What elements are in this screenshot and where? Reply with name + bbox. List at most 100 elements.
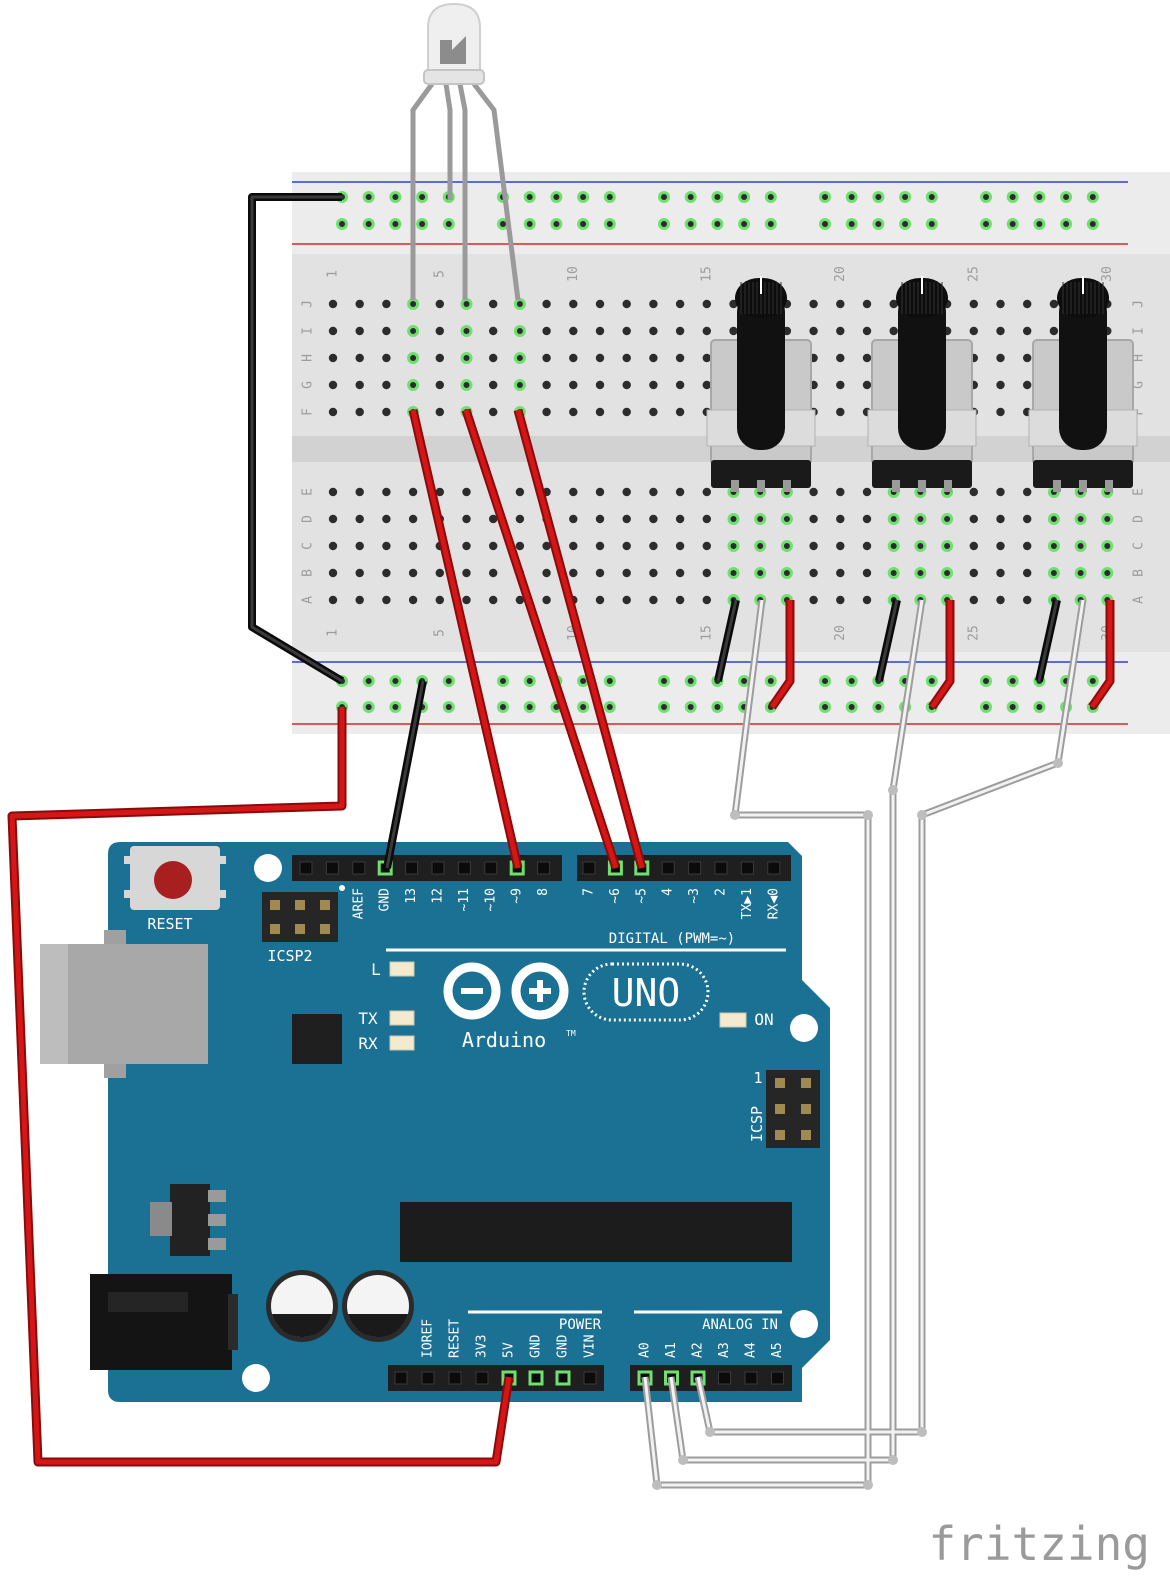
- breadboard-hole[interactable]: [355, 380, 364, 390]
- breadboard-hole[interactable]: [622, 353, 631, 363]
- header-pin[interactable]: [299, 861, 313, 875]
- breadboard-hole[interactable]: [675, 353, 685, 363]
- breadboard-hole[interactable]: [675, 541, 685, 551]
- breadboard-hole[interactable]: [382, 568, 391, 578]
- potentiometer[interactable]: [1028, 276, 1138, 492]
- breadboard-hole[interactable]: [1022, 326, 1032, 336]
- breadboard-hole[interactable]: [1022, 380, 1032, 390]
- breadboard-hole[interactable]: [595, 353, 605, 363]
- breadboard-hole[interactable]: [675, 568, 685, 578]
- breadboard-hole[interactable]: [542, 541, 551, 551]
- breadboard-hole[interactable]: [969, 595, 978, 605]
- reset-button[interactable]: [154, 861, 192, 899]
- breadboard-hole[interactable]: [435, 487, 444, 497]
- header-pin[interactable]: [771, 1371, 784, 1385]
- header-pin[interactable]: [325, 861, 339, 875]
- breadboard-hole[interactable]: [996, 595, 1005, 605]
- breadboard-hole[interactable]: [542, 353, 551, 363]
- header-pin[interactable]: [740, 861, 754, 875]
- breadboard-hole[interactable]: [542, 380, 551, 390]
- breadboard-hole[interactable]: [622, 299, 631, 309]
- breadboard-hole[interactable]: [729, 326, 738, 336]
- breadboard-hole[interactable]: [328, 487, 338, 497]
- breadboard-hole[interactable]: [836, 380, 845, 390]
- breadboard-hole[interactable]: [462, 514, 471, 524]
- breadboard-hole[interactable]: [569, 326, 578, 336]
- header-pin[interactable]: [583, 1371, 597, 1385]
- breadboard-hole[interactable]: [836, 326, 845, 336]
- breadboard-hole[interactable]: [1022, 299, 1032, 309]
- breadboard-hole[interactable]: [382, 514, 391, 524]
- breadboard-hole[interactable]: [622, 326, 631, 336]
- breadboard-hole[interactable]: [702, 353, 711, 363]
- breadboard-hole[interactable]: [595, 380, 605, 390]
- breadboard-hole[interactable]: [862, 487, 872, 497]
- header-pin[interactable]: [431, 861, 445, 875]
- breadboard-hole[interactable]: [489, 514, 498, 524]
- breadboard-hole[interactable]: [675, 407, 685, 417]
- breadboard-hole[interactable]: [595, 487, 605, 497]
- breadboard-hole[interactable]: [569, 299, 578, 309]
- breadboard-hole[interactable]: [996, 380, 1005, 390]
- breadboard-hole[interactable]: [649, 595, 658, 605]
- breadboard-hole[interactable]: [595, 326, 605, 336]
- breadboard-hole[interactable]: [702, 568, 711, 578]
- breadboard-hole[interactable]: [675, 326, 685, 336]
- header-pin[interactable]: [421, 1371, 435, 1385]
- breadboard-hole[interactable]: [595, 514, 605, 524]
- breadboard-hole[interactable]: [328, 299, 338, 309]
- breadboard-hole[interactable]: [435, 353, 444, 363]
- breadboard-hole[interactable]: [889, 299, 898, 309]
- breadboard-hole[interactable]: [649, 326, 658, 336]
- breadboard-hole[interactable]: [1022, 514, 1032, 524]
- breadboard-hole[interactable]: [328, 595, 338, 605]
- breadboard-hole[interactable]: [328, 514, 338, 524]
- header-pin[interactable]: [405, 861, 419, 875]
- header-pin[interactable]: [394, 1371, 408, 1385]
- breadboard-hole[interactable]: [355, 326, 364, 336]
- breadboard-hole[interactable]: [1049, 326, 1059, 336]
- breadboard-hole[interactable]: [622, 407, 631, 417]
- breadboard-hole[interactable]: [595, 595, 605, 605]
- header-pin[interactable]: [475, 1371, 489, 1385]
- breadboard-hole[interactable]: [328, 541, 338, 551]
- breadboard-hole[interactable]: [622, 541, 631, 551]
- breadboard-hole[interactable]: [836, 407, 845, 417]
- breadboard-hole[interactable]: [862, 514, 872, 524]
- breadboard-hole[interactable]: [355, 595, 364, 605]
- breadboard-hole[interactable]: [408, 514, 418, 524]
- breadboard-hole[interactable]: [809, 487, 818, 497]
- breadboard-hole[interactable]: [435, 326, 444, 336]
- potentiometer-knob[interactable]: [1059, 290, 1107, 450]
- breadboard-hole[interactable]: [1022, 487, 1032, 497]
- breadboard-hole[interactable]: [862, 380, 872, 390]
- breadboard-hole[interactable]: [515, 514, 525, 524]
- breadboard-hole[interactable]: [569, 541, 578, 551]
- breadboard-hole[interactable]: [435, 407, 444, 417]
- breadboard-hole[interactable]: [996, 487, 1005, 497]
- breadboard-hole[interactable]: [996, 568, 1005, 578]
- breadboard-hole[interactable]: [595, 568, 605, 578]
- breadboard-hole[interactable]: [595, 407, 605, 417]
- breadboard-hole[interactable]: [836, 541, 845, 551]
- breadboard-hole[interactable]: [649, 514, 658, 524]
- breadboard-hole[interactable]: [462, 541, 471, 551]
- breadboard-hole[interactable]: [435, 595, 444, 605]
- potentiometer[interactable]: [867, 276, 977, 492]
- breadboard-hole[interactable]: [382, 407, 391, 417]
- header-pin[interactable]: [718, 1371, 731, 1385]
- breadboard-hole[interactable]: [355, 514, 364, 524]
- breadboard-hole[interactable]: [702, 514, 711, 524]
- header-pin[interactable]: [688, 861, 702, 875]
- breadboard-hole[interactable]: [462, 568, 471, 578]
- breadboard-hole[interactable]: [489, 595, 498, 605]
- breadboard-hole[interactable]: [382, 380, 391, 390]
- breadboard-hole[interactable]: [595, 299, 605, 309]
- breadboard-hole[interactable]: [542, 568, 551, 578]
- breadboard-hole[interactable]: [969, 299, 978, 309]
- breadboard-hole[interactable]: [435, 568, 444, 578]
- breadboard-hole[interactable]: [542, 595, 551, 605]
- breadboard-hole[interactable]: [649, 541, 658, 551]
- breadboard-hole[interactable]: [489, 407, 498, 417]
- potentiometer[interactable]: [706, 276, 816, 492]
